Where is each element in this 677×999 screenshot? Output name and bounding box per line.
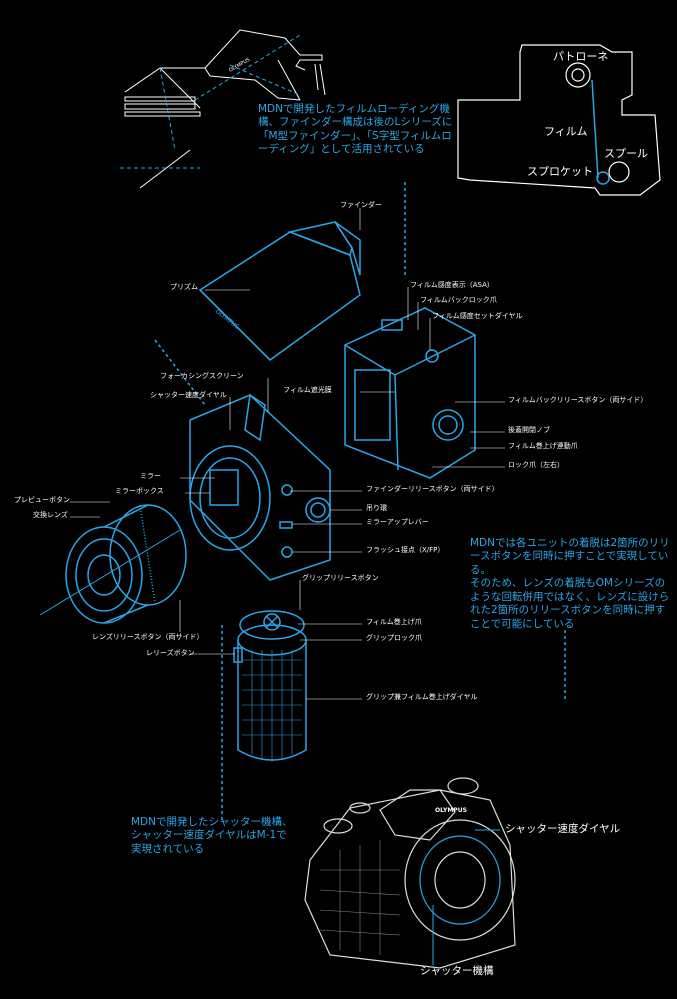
label-sprocket: スプロケット <box>527 165 593 178</box>
label-lens-release: レンズリリースボタン（両サイド） <box>92 633 204 641</box>
label-grip-dial: グリップ兼フィルム巻上げダイヤル <box>366 693 478 701</box>
leader-lines <box>70 208 505 700</box>
label-lock-claw: ロック爪（左右） <box>508 461 564 469</box>
label-film-shade: フィルム遮光膜 <box>283 386 332 394</box>
film-back-unit <box>344 307 476 479</box>
label-focusing-screen: フォーカシングスクリーン <box>160 372 244 380</box>
grip-unit <box>233 610 307 762</box>
label-back-open-knob: 後蓋開閉ノブ <box>508 426 550 434</box>
label-grip-lock: グリップロック爪 <box>366 634 422 642</box>
label-film-speed-dial: フィルム感度セットダイヤル <box>432 312 523 320</box>
film-loading-sketch <box>457 44 661 196</box>
camera-photo <box>304 777 516 969</box>
label-mirror-up: ミラーアップレバー <box>366 518 429 526</box>
label-photo-shutter-mech: シャッター機構 <box>420 965 494 977</box>
label-mirror-box: ミラーボックス <box>115 487 164 495</box>
label-patrone: パトローネ <box>553 50 609 63</box>
note-finder: MDNで開発したフィルムローディング機構、ファインダー構成は後のLシリーズに「M… <box>258 103 453 156</box>
label-flash: フラッシュ接点（X/FP） <box>366 546 445 554</box>
label-finder: ファインダー <box>340 201 382 209</box>
lens-unit <box>39 504 187 624</box>
label-winding-claw: フィルム巻上げ連動爪 <box>508 442 578 450</box>
label-finder-release: ファインダーリリースボタン（両サイド） <box>366 485 499 493</box>
label-spool: スプール <box>604 147 648 160</box>
label-film-wind-claw: フィルム巻上げ爪 <box>366 618 422 626</box>
note-shutter: MDNで開発したシャッター機構、シャッター速度ダイヤルはM-1で実現されている <box>131 816 293 855</box>
label-prism: プリズム <box>170 283 198 291</box>
label-film: フィルム <box>544 125 588 138</box>
label-photo-shutter-dial: シャッター速度ダイヤル <box>505 823 621 835</box>
label-back-release: フィルムバックリリースボタン（両サイド） <box>508 396 648 404</box>
body-unit <box>189 393 331 581</box>
label-back-lock-claw: フィルムバックロック爪 <box>420 296 497 304</box>
brand-logo-text: OLYMPUS <box>435 807 467 814</box>
guide-lines <box>154 182 566 820</box>
label-strap-lug: 吊り環 <box>366 504 387 512</box>
finder-unit: OLYMPUS <box>198 221 361 361</box>
label-preview-button: プレビューボタン <box>14 496 70 504</box>
label-mirror: ミラー <box>140 472 161 480</box>
svg-text:OLYMPUS: OLYMPUS <box>214 308 240 331</box>
label-release-button: レリーズボタン <box>146 649 195 657</box>
note-release: MDNでは各ユニットの着脱は2箇所のリリースボタンを同時に押すことで実現している… <box>470 537 670 630</box>
label-shutter-speed-dial: シャッター速度ダイヤル <box>150 391 227 399</box>
label-film-speed: フィルム感度表示（ASA） <box>410 281 494 289</box>
label-grip-release: グリップリリースボタン <box>302 574 379 582</box>
label-lens: 交換レンズ <box>33 511 68 519</box>
